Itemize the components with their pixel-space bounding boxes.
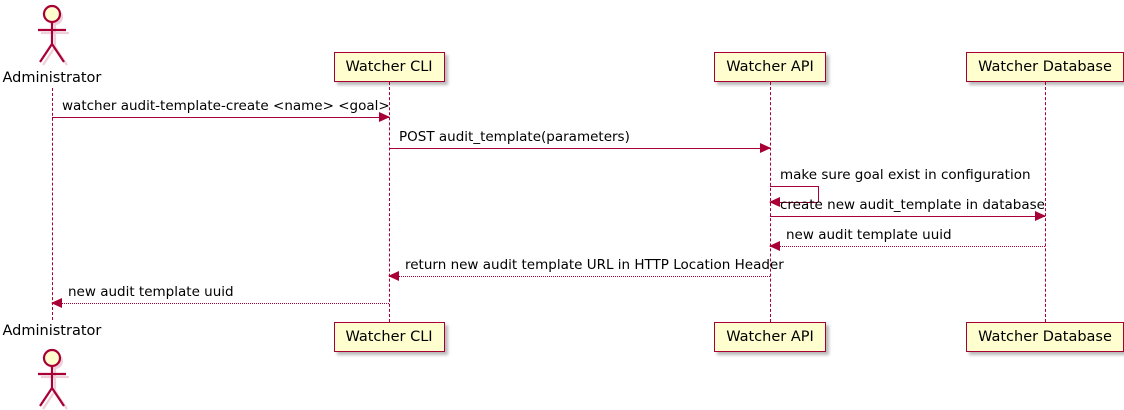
lifeline-database [1045, 82, 1046, 322]
message-line-1 [52, 117, 389, 118]
message-line-4 [770, 216, 1045, 217]
message-arrowhead-7 [51, 298, 62, 308]
message-label-6: return new audit template URL in HTTP Lo… [405, 257, 784, 273]
actor-figure-administrator-bottom [29, 348, 75, 410]
message-arrowhead-1 [379, 112, 390, 122]
lifeline-administrator [52, 88, 53, 320]
message-self-bottom-3 [770, 202, 818, 203]
message-label-4: create new audit_template in database [780, 197, 1045, 213]
participant-box-cli-top[interactable]: Watcher CLI [333, 52, 445, 82]
message-self-arrowhead-3 [769, 196, 780, 207]
message-arrowhead-5 [769, 241, 780, 251]
actor-figure-administrator-top [29, 4, 75, 66]
message-arrowhead-4 [1035, 211, 1046, 221]
participant-label-administrator-bottom: Administrator [2, 323, 102, 339]
message-self-top-3 [770, 186, 818, 187]
message-arrowhead-2 [760, 143, 771, 153]
participant-box-cli-bottom[interactable]: Watcher CLI [333, 322, 445, 352]
participant-box-api-bottom[interactable]: Watcher API [714, 322, 826, 352]
message-label-3: make sure goal exist in configuration [780, 167, 1031, 183]
participant-box-database-top[interactable]: Watcher Database [966, 52, 1124, 82]
message-self-3[interactable] [769, 186, 819, 207]
message-line-2 [389, 148, 770, 149]
participant-box-api-top[interactable]: Watcher API [714, 52, 826, 82]
lifeline-cli [389, 82, 390, 322]
message-line-6 [389, 276, 770, 277]
message-label-5: new audit template uuid [786, 227, 952, 243]
message-line-7 [52, 303, 389, 304]
message-label-1: watcher audit-template-create <name> <go… [62, 98, 390, 114]
participant-label-administrator-top: Administrator [2, 70, 102, 86]
message-arrowhead-6 [388, 271, 399, 281]
message-label-7: new audit template uuid [68, 284, 234, 300]
message-line-5 [770, 246, 1045, 247]
message-self-right-3 [818, 186, 819, 202]
participant-box-database-bottom[interactable]: Watcher Database [966, 322, 1124, 352]
message-label-2: POST audit_template(parameters) [399, 129, 630, 145]
